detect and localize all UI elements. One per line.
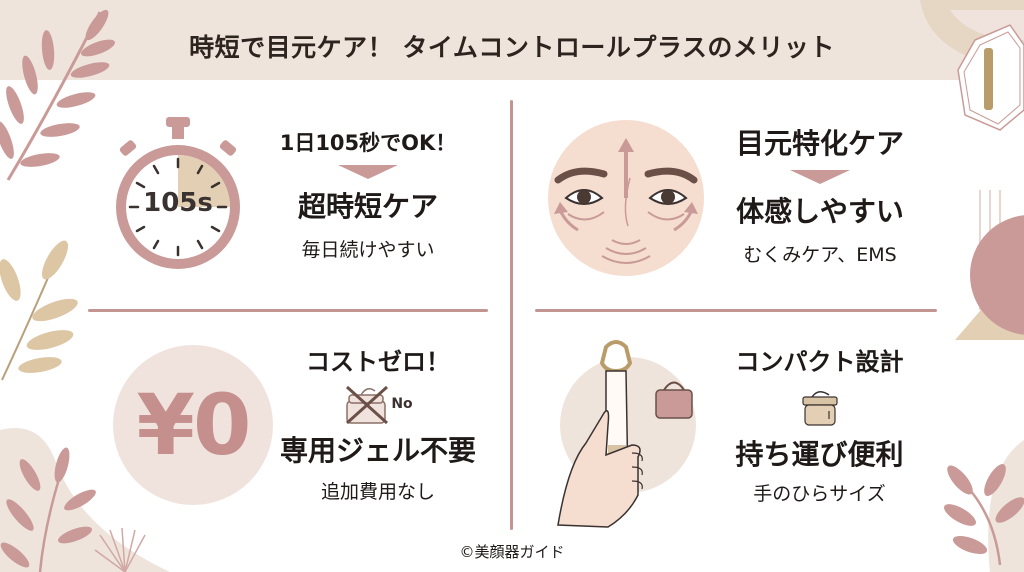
panel-eye-main: 体感しやすい bbox=[736, 195, 904, 228]
copyright: ©美顔器ガイド bbox=[459, 543, 565, 561]
yen-zero-icon: ¥0 bbox=[113, 345, 273, 505]
panel-compact-lead: コンパクト設計 bbox=[735, 348, 904, 376]
panel-eye-sub: むくみケア、EMS bbox=[743, 244, 897, 266]
panel-time-main: 超時短ケア bbox=[297, 190, 438, 223]
panel-time-sub: 毎日続けやすい bbox=[301, 239, 435, 261]
panel-eye-lead: 目元特化ケア bbox=[735, 127, 904, 160]
header-band bbox=[0, 0, 1024, 80]
panel-compact-main: 持ち運び便利 bbox=[735, 438, 904, 471]
panel-cost-sub: 追加費用なし bbox=[320, 481, 435, 503]
no-gel-jar-icon bbox=[346, 385, 389, 425]
hand-device-icon bbox=[557, 340, 696, 528]
arrow-down-icon bbox=[790, 170, 850, 184]
panel-time-lead: 1日105秒でOK！ bbox=[279, 131, 457, 155]
cream-jar-icon bbox=[801, 391, 838, 426]
no-badge: No bbox=[391, 396, 413, 412]
horizontal-divider-left bbox=[88, 309, 488, 312]
leaf-decoration-top-left-icon bbox=[0, 9, 116, 181]
blob-decoration-bottom-left-icon bbox=[0, 428, 170, 572]
horizontal-divider-right bbox=[535, 309, 937, 312]
panel-cost-main: 専用ジェル不要 bbox=[279, 434, 476, 467]
geometric-decoration-right-icon bbox=[920, 0, 1024, 572]
panel-cost-lead: コストゼロ！ bbox=[306, 348, 450, 376]
yen-zero-label: ¥0 bbox=[136, 376, 252, 474]
panel-compact-sub: 手のひらサイズ bbox=[753, 483, 886, 505]
vertical-divider bbox=[510, 100, 513, 530]
face-icon bbox=[548, 120, 704, 276]
leaf-decoration-mid-left-icon bbox=[0, 240, 78, 381]
page-title: 時短で目元ケア！ タイムコントロールプラスのメリット bbox=[189, 33, 835, 62]
stopwatch-icon bbox=[116, 117, 240, 269]
stopwatch-label: 105s bbox=[143, 188, 213, 218]
arrow-down-icon bbox=[338, 165, 398, 179]
